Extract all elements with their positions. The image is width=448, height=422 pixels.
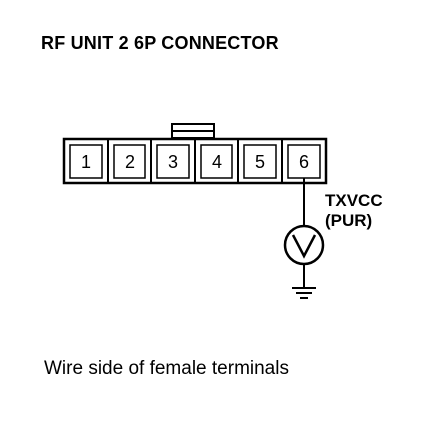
pin-cavity-2 — [113, 144, 146, 179]
pin-label-1: 1 — [81, 152, 91, 172]
pin-cavity-5 — [243, 144, 277, 179]
voltmeter-icon — [283, 224, 325, 266]
ground-icon — [292, 287, 316, 299]
pin-label-6: 6 — [299, 152, 309, 172]
pin-label-4: 4 — [212, 152, 222, 172]
pin-cavity-3 — [156, 144, 190, 179]
pin-label-3: 3 — [168, 152, 178, 172]
pin-label-2: 2 — [125, 152, 135, 172]
signal-label: TXVCC — [325, 191, 383, 210]
pin-cavity-1 — [69, 144, 103, 179]
wire-color-label: (PUR) — [325, 211, 372, 230]
diagram-caption: Wire side of female terminals — [44, 358, 289, 379]
pin-label-5: 5 — [255, 152, 265, 172]
diagram-title: RF UNIT 2 6P CONNECTOR — [41, 33, 279, 53]
pin-cavity-4 — [200, 144, 233, 179]
